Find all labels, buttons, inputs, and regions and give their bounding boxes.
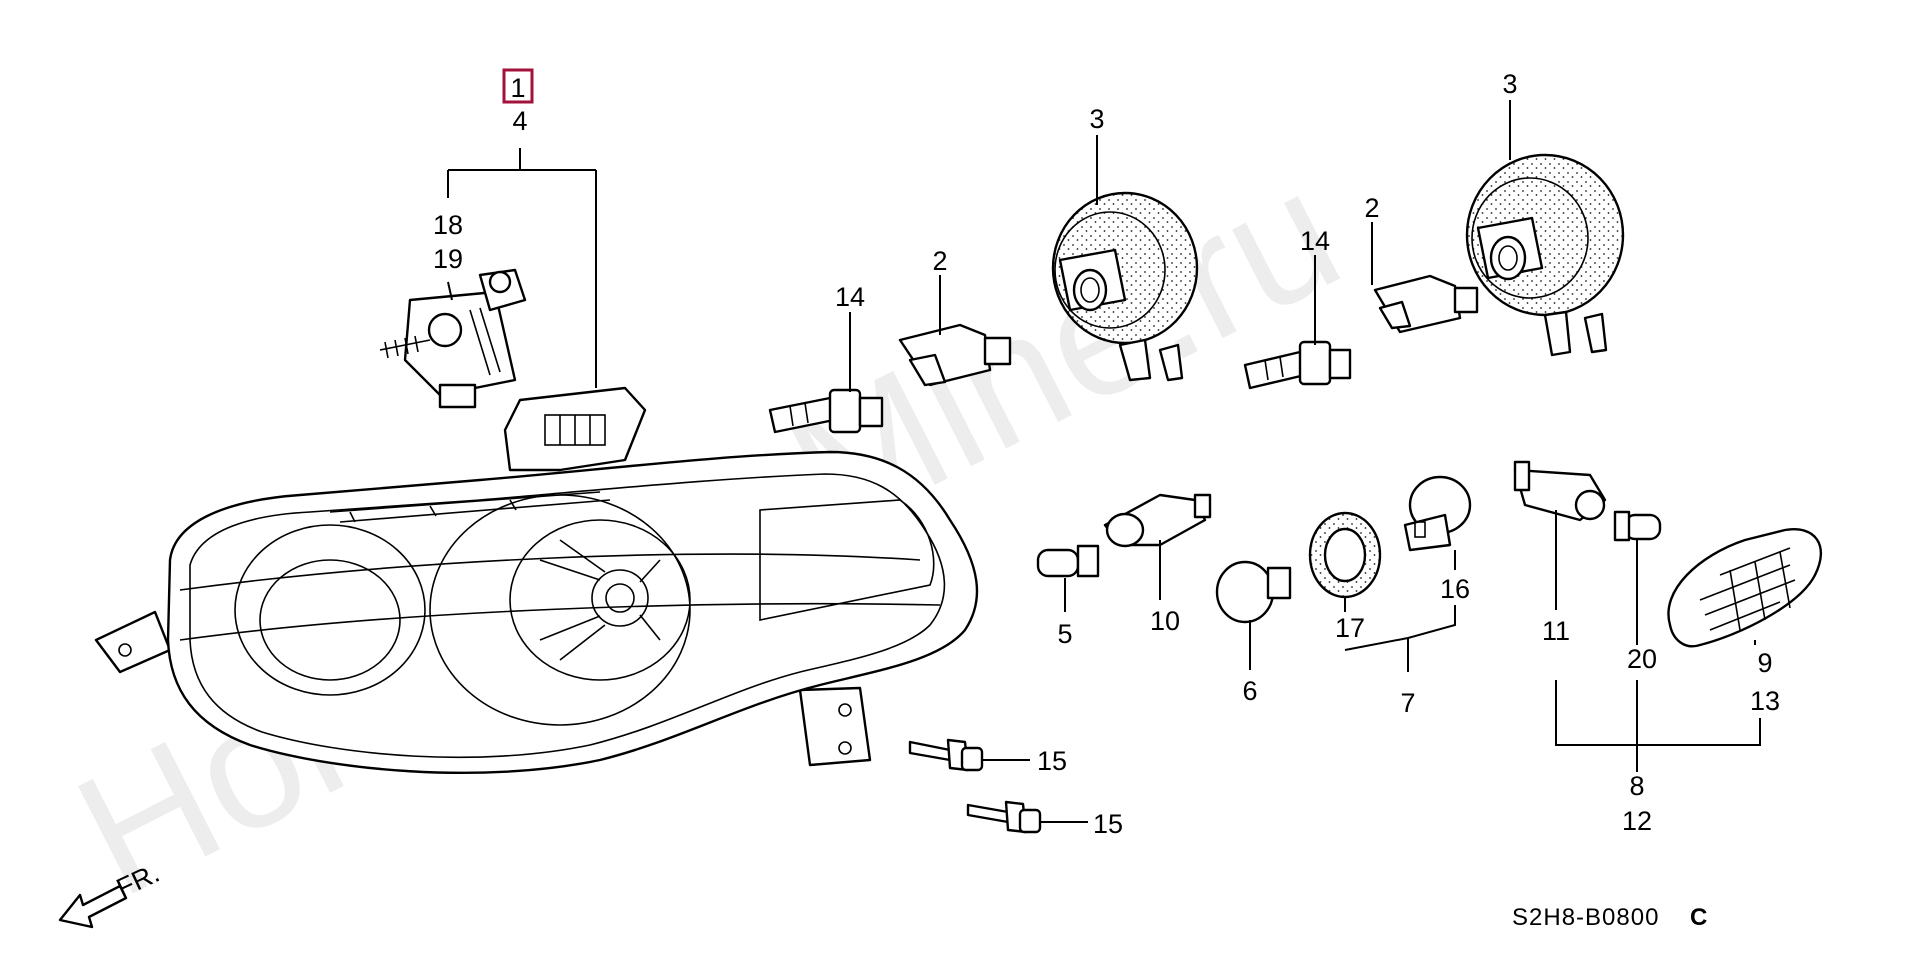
bolt-15-lower[interactable] xyxy=(966,800,1042,834)
socket-2-right[interactable] xyxy=(1373,274,1479,334)
bulb-5[interactable] xyxy=(1036,544,1100,578)
bulb-14-right[interactable] xyxy=(1243,340,1352,390)
callout-18[interactable]: 18 xyxy=(433,210,463,240)
gasket-17[interactable] xyxy=(1308,511,1382,599)
callout-20[interactable]: 20 xyxy=(1627,644,1657,674)
callout-1-selected[interactable]: 1 xyxy=(510,73,525,103)
callout-labels: 4 18 19 3 3 14 14 2 2 5 10 6 17 16 7 11 … xyxy=(433,69,1780,839)
callout-5[interactable]: 5 xyxy=(1057,619,1072,649)
callout-9[interactable]: 9 xyxy=(1757,648,1772,678)
callout-14-right[interactable]: 14 xyxy=(1300,226,1330,256)
dust-cover-3-left[interactable] xyxy=(1051,191,1199,382)
callout-2-left[interactable]: 2 xyxy=(932,246,947,276)
callout-15-lower[interactable]: 15 xyxy=(1093,809,1123,839)
callout-4[interactable]: 4 xyxy=(512,106,527,136)
callout-12[interactable]: 12 xyxy=(1622,806,1652,836)
selected-callout-box[interactable] xyxy=(502,68,534,104)
callout-15-upper[interactable]: 15 xyxy=(1037,746,1067,776)
callout-3-left[interactable]: 3 xyxy=(1089,104,1104,134)
callout-14-left[interactable]: 14 xyxy=(835,282,865,312)
callout-6[interactable]: 6 xyxy=(1242,676,1257,706)
headlight-assembly[interactable] xyxy=(94,386,979,775)
bulb-14-left[interactable] xyxy=(768,388,884,434)
socket-11[interactable] xyxy=(1513,460,1607,522)
leveling-actuator[interactable] xyxy=(379,268,527,409)
diagram-code-suffix: C xyxy=(1690,904,1708,931)
bolt-15-upper[interactable] xyxy=(908,738,984,772)
callout-3-right[interactable]: 3 xyxy=(1502,69,1517,99)
side-marker-lens-9[interactable] xyxy=(1667,528,1823,648)
callout-19[interactable]: 19 xyxy=(433,244,463,274)
callout-16[interactable]: 16 xyxy=(1440,574,1470,604)
callout-11[interactable]: 11 xyxy=(1542,616,1570,646)
socket-16[interactable] xyxy=(1403,475,1472,552)
callout-13[interactable]: 13 xyxy=(1750,686,1780,716)
socket-2-left[interactable] xyxy=(898,323,1012,387)
socket-10[interactable] xyxy=(1103,493,1212,548)
callout-10[interactable]: 10 xyxy=(1150,606,1180,636)
diagram-code: S2H8-B0800 xyxy=(1512,904,1659,931)
callout-2-right[interactable]: 2 xyxy=(1364,193,1379,223)
leader-lines xyxy=(447,100,1761,823)
callout-7[interactable]: 7 xyxy=(1400,688,1415,718)
dust-cover-3-right[interactable] xyxy=(1465,153,1625,357)
callout-8[interactable]: 8 xyxy=(1629,771,1644,801)
bulb-6[interactable] xyxy=(1215,560,1292,624)
callout-17[interactable]: 17 xyxy=(1335,613,1365,643)
bulb-20[interactable] xyxy=(1613,510,1662,542)
